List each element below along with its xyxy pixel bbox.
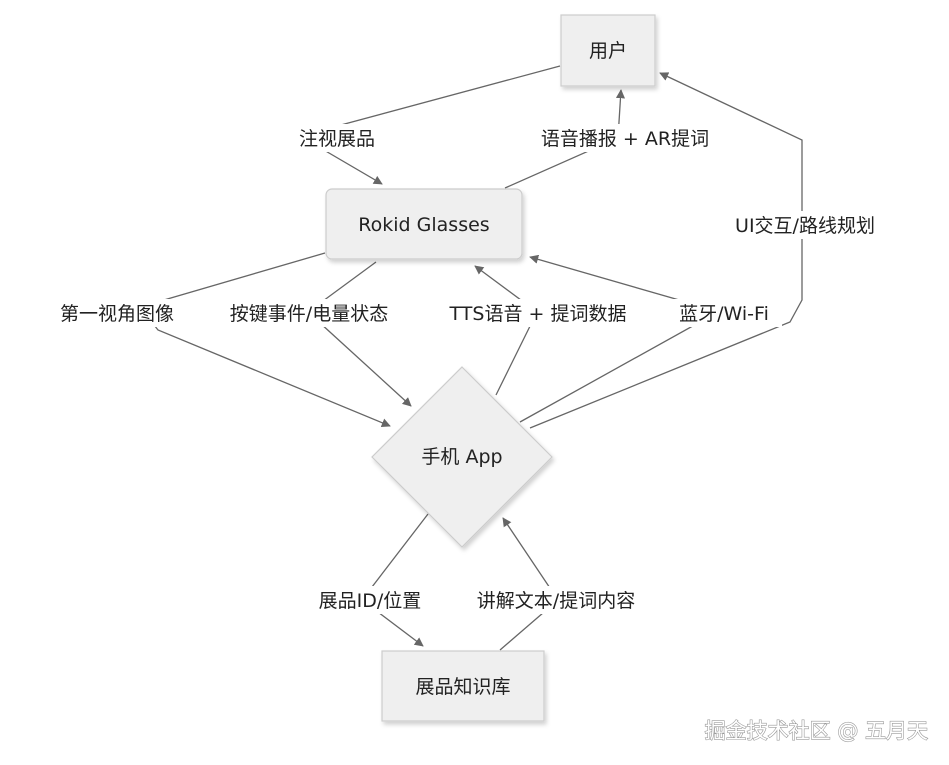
watermark: 掘金技术社区 @ 五月天	[705, 719, 928, 743]
edge-labels: 注视展品 语音播报 + AR提词 UI交互/路线规划 第一视角图像 按键事件/电…	[42, 124, 892, 614]
label-phone-to-user: UI交互/路线规划	[735, 215, 875, 237]
edge-glasses-to-phone-events	[306, 261, 412, 407]
node-phone-label: 手机 App	[421, 446, 502, 468]
label-phone-glasses-link: 蓝牙/Wi-Fi	[679, 303, 769, 325]
node-kb: 展品知识库	[381, 650, 545, 722]
node-user-label: 用户	[589, 40, 627, 62]
edge-phone-to-glasses-tts	[474, 265, 538, 396]
label-user-to-glasses: 注视展品	[299, 128, 375, 150]
node-user: 用户	[560, 14, 656, 87]
node-kb-label: 展品知识库	[415, 676, 510, 698]
edge-kb-to-phone	[499, 517, 559, 651]
label-phone-to-kb: 展品ID/位置	[319, 590, 422, 612]
edge-phone-glasses-link	[519, 254, 701, 423]
label-glasses-to-user: 语音播报 + AR提词	[541, 128, 709, 150]
label-glasses-to-phone-image: 第一视角图像	[60, 303, 174, 325]
label-glasses-to-phone-events: 按键事件/电量状态	[230, 303, 388, 325]
node-glasses-label: Rokid Glasses	[358, 214, 489, 236]
edge-phone-to-kb	[361, 513, 429, 647]
edge-phone-to-user	[529, 72, 803, 429]
node-phone: 手机 App	[371, 366, 553, 548]
edges	[138, 65, 803, 651]
label-kb-to-phone: 讲解文本/提词内容	[477, 590, 635, 612]
node-glasses: Rokid Glasses	[325, 188, 523, 260]
label-phone-to-glasses-tts: TTS语音 + 提词数据	[449, 303, 627, 325]
